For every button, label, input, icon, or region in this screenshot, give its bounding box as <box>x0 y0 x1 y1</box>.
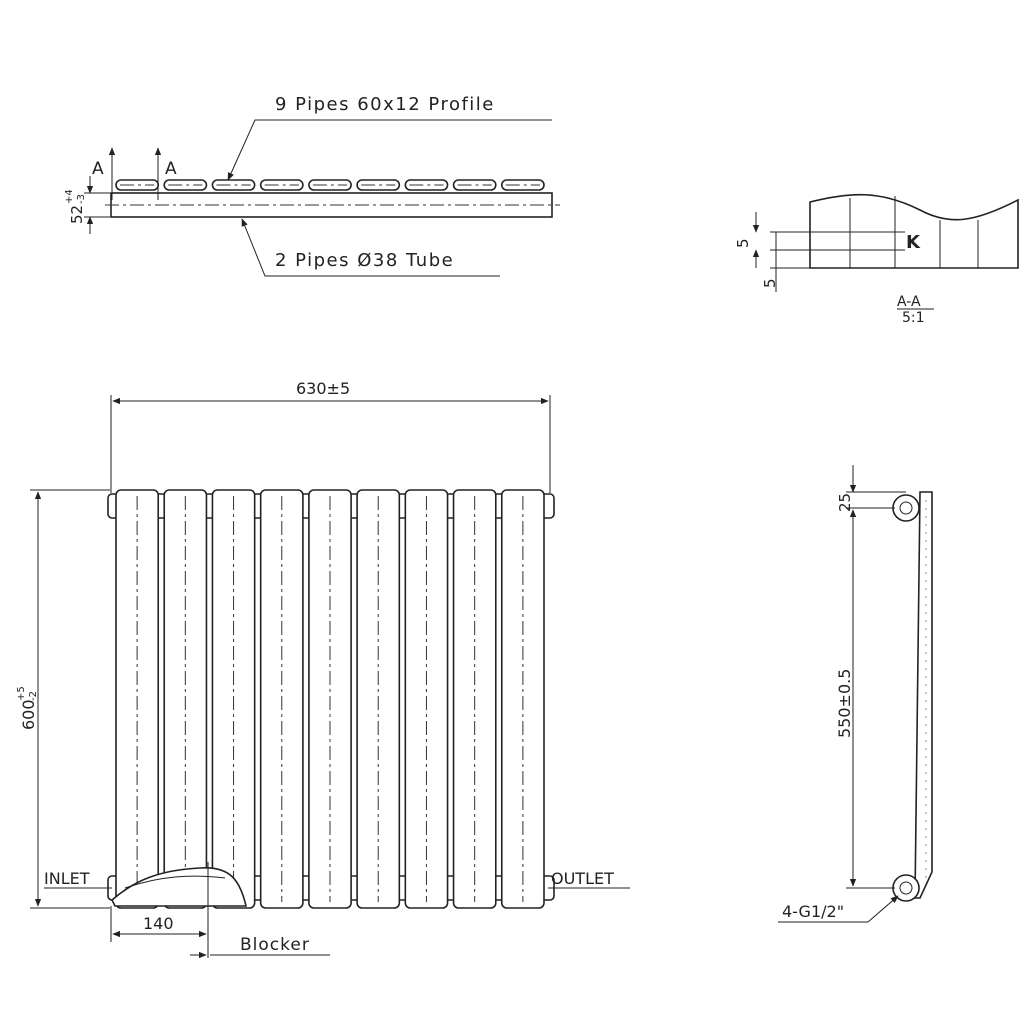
side-top-dim: 25 <box>836 493 854 512</box>
section-marker-right-label: A <box>165 159 177 179</box>
blocker-shape <box>111 867 248 907</box>
blocker-inner-line <box>124 875 226 889</box>
section-marker-left-label: A <box>92 159 104 179</box>
side-centers-dim: 550±0.5 <box>835 669 854 738</box>
front-height-tol-lower: -2 <box>28 691 39 701</box>
profile-label: 9 Pipes 60x12 Profile <box>275 94 495 115</box>
outlet-label: OUTLET <box>551 869 614 888</box>
pipe-profile <box>452 179 497 191</box>
top-view: 9 Pipes 60x12 Profile A A 52 +4 -3 2 Pip… <box>64 94 560 277</box>
top-height-tol-upper: +4 <box>64 189 75 204</box>
front-width-dim: 630±5 <box>296 379 350 398</box>
pipe-profile <box>404 179 449 191</box>
pipe-profile <box>500 179 545 191</box>
section-profile-outline <box>809 193 1019 269</box>
pipe-group <box>115 489 545 909</box>
blocker-label: Blocker <box>240 935 310 955</box>
pipe-profile <box>356 179 401 191</box>
profile-leader <box>227 119 552 181</box>
section-title: A-A <box>897 294 921 310</box>
profile-row <box>115 179 545 191</box>
side-view: 25 550±0.5 4-G1/2" <box>778 465 933 923</box>
pipe-profile <box>211 179 256 191</box>
section-dim-upper: 5 <box>734 238 752 248</box>
side-panel <box>914 491 933 899</box>
connection-leader <box>778 895 899 923</box>
front-view: 630±5 600 +5 -2 INLET OUTLET 140 Blocke <box>16 379 630 959</box>
inlet-label: INLET <box>44 869 90 888</box>
offset-dim: 140 <box>143 914 174 933</box>
section-point-label: K <box>906 232 921 253</box>
section-view: 5 5 K A-A 5:1 <box>734 193 1019 326</box>
section-dim-lower: 5 <box>761 278 779 288</box>
top-height-dim: 52 <box>68 205 86 224</box>
bottom-connection-inner <box>899 881 913 895</box>
tube-leader <box>241 218 500 277</box>
front-height-tol-upper: +5 <box>16 686 27 701</box>
section-scale: 5:1 <box>902 310 925 326</box>
top-connection <box>892 494 920 522</box>
connection-label: 4-G1/2" <box>782 902 844 921</box>
top-connection-inner <box>899 501 913 515</box>
top-height-tol-lower: -3 <box>76 194 87 204</box>
pipe-profile <box>163 179 208 191</box>
tube-label: 2 Pipes Ø38 Tube <box>275 250 454 271</box>
front-height-dim: 600 <box>19 699 38 730</box>
pipe-profile <box>259 179 304 191</box>
pipe-profile <box>308 179 352 191</box>
